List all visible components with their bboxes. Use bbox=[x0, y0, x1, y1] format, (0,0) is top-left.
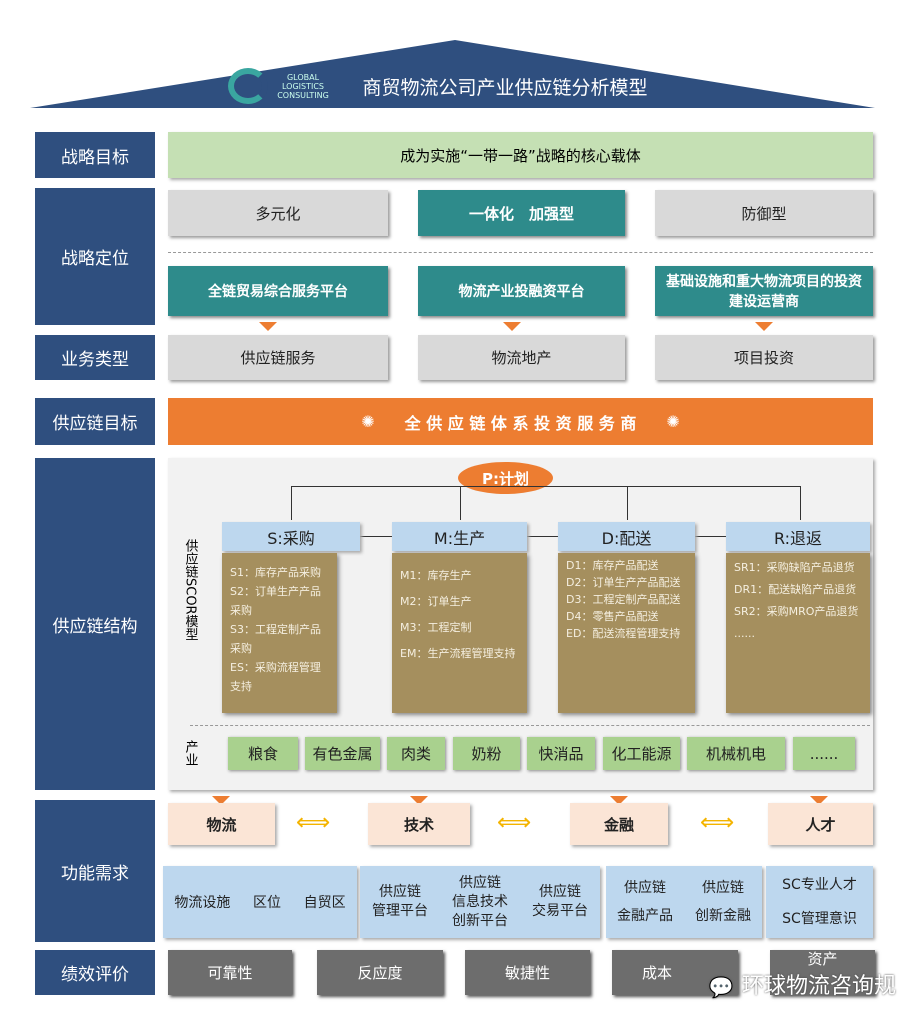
business-sc-service: 供应链服务 bbox=[168, 335, 388, 380]
platform-trade: 全链贸易综合服务平台 bbox=[168, 266, 388, 316]
function-finance: 金融 bbox=[570, 803, 668, 845]
double-arrow-icon: ⟺ bbox=[296, 808, 331, 836]
list-item: D2：订单生产产品配送 bbox=[566, 576, 681, 589]
list-item: SR1：采购缺陷产品退货 bbox=[734, 561, 855, 574]
perf-cost: 成本 bbox=[612, 950, 738, 995]
industry-tag: 有色金属 bbox=[305, 737, 380, 770]
industry-tag: 肉类 bbox=[387, 737, 445, 770]
function-group-talent: SC专业人才 SC管理意识 bbox=[766, 866, 873, 938]
logo-icon bbox=[228, 68, 268, 104]
business-logistics-estate: 物流地产 bbox=[418, 335, 625, 380]
scor-header-source: S:采购 bbox=[222, 522, 360, 551]
label-business: 业务类型 bbox=[35, 335, 155, 380]
list-item: DR1：配送缺陷产品退货 bbox=[734, 583, 857, 596]
bulb-icon: ✺ bbox=[666, 412, 680, 431]
industry-label: 产业 bbox=[182, 740, 198, 766]
function-group-tech: 供应链 管理平台供应链 信息技术 创新平台供应链 交易平台 bbox=[360, 866, 600, 938]
positioning-integrated: 一体化 加强型 bbox=[418, 190, 625, 236]
list-item: M2：订单生产 bbox=[400, 595, 472, 608]
perf-assets: 资产 bbox=[770, 950, 875, 995]
list-item: ...... bbox=[734, 627, 755, 640]
platform-infrastructure: 基础设施和重大物流项目的投资建设运营商 bbox=[655, 266, 873, 316]
item: SC专业人才 SC管理意识 bbox=[782, 877, 857, 927]
item: 自贸区 bbox=[303, 895, 346, 911]
item: 物流设施 bbox=[174, 895, 231, 911]
list-item: EM：生产流程管理支持 bbox=[400, 647, 516, 660]
industry-tag: 奶粉 bbox=[453, 737, 520, 770]
wechat-icon: 💬 bbox=[708, 975, 734, 999]
scor-label: 供应链SCOR模型 bbox=[182, 539, 198, 641]
bulb-icon: ✺ bbox=[361, 412, 375, 431]
scor-header-deliver: D:配送 bbox=[558, 522, 695, 551]
plan-ellipse: P:计划 bbox=[458, 462, 553, 494]
list-item: ED：配送流程管理支持 bbox=[566, 627, 681, 640]
industry-tag: 化工能源 bbox=[603, 737, 680, 770]
item: 供应链 交易平台 bbox=[532, 884, 588, 919]
item: 区位 bbox=[252, 895, 281, 911]
divider bbox=[190, 725, 870, 726]
sc-goal-bar: ✺ 全 供 应 链 体 系 投 资 服 务 商 ✺ bbox=[168, 398, 873, 445]
list-item: S3：工程定制产品采购 bbox=[230, 623, 321, 655]
watermark-caption: 环球物流咨询规 bbox=[742, 974, 897, 999]
divider bbox=[168, 252, 873, 253]
item: 供应链 创新金融 bbox=[695, 880, 751, 924]
scor-make-box: M1：库存生产 M2：订单生产 M3：工程定制 EM：生产流程管理支持 bbox=[392, 553, 527, 713]
function-talent: 人才 bbox=[768, 803, 873, 845]
function-tech: 技术 bbox=[368, 803, 470, 845]
list-item: D3：工程定制产品配送 bbox=[566, 593, 681, 606]
scor-header-make: M:生产 bbox=[392, 522, 527, 551]
item: 供应链 信息技术 创新平台 bbox=[452, 874, 508, 929]
perf-agility: 敏捷性 bbox=[465, 950, 590, 995]
label-performance: 绩效评价 bbox=[35, 950, 155, 995]
scor-header-return: R:退返 bbox=[726, 522, 870, 551]
function-group-finance: 供应链 金融产品供应链 创新金融 bbox=[606, 866, 762, 938]
industry-tag: 粮食 bbox=[228, 737, 298, 770]
industry-tag: 快消品 bbox=[527, 737, 595, 770]
double-arrow-icon: ⟺ bbox=[497, 808, 532, 836]
list-item: ES：采购流程管理支持 bbox=[230, 661, 321, 693]
item: 供应链 管理平台 bbox=[372, 884, 428, 919]
strategic-goal-box: 成为实施“一带一路”战略的核心载体 bbox=[168, 132, 873, 178]
item: 供应链 金融产品 bbox=[617, 880, 673, 924]
list-item: S1：库存产品采购 bbox=[230, 566, 321, 579]
positioning-diversified: 多元化 bbox=[168, 190, 388, 236]
industry-tag: 机械机电 bbox=[687, 737, 785, 770]
list-item: M3：工程定制 bbox=[400, 621, 472, 634]
list-item: M1：库存生产 bbox=[400, 569, 472, 582]
scor-source-box: S1：库存产品采购 S2：订单生产产品采购 S3：工程定制产品采购 ES：采购流程管理… bbox=[222, 553, 337, 713]
perf-responsiveness: 反应度 bbox=[317, 950, 443, 995]
logo-text: GLOBAL LOGISTICS CONSULTING bbox=[277, 72, 329, 100]
label-sc-goal: 供应链目标 bbox=[35, 398, 155, 445]
scor-deliver-box: D1：库存产品配送 D2：订单生产产品配送 D3：工程定制产品配送 D4：零售产品配送… bbox=[558, 553, 695, 713]
list-item: SR2：采购MRO产品退货 bbox=[734, 605, 859, 618]
perf-reliability: 可靠性 bbox=[168, 950, 292, 995]
sc-goal-text: 全 供 应 链 体 系 投 资 服 务 商 bbox=[404, 413, 637, 433]
label-functions: 功能需求 bbox=[35, 800, 155, 942]
list-item: D1：库存产品配送 bbox=[566, 559, 659, 572]
page-title: 商贸物流公司产业供应链分析模型 bbox=[362, 76, 648, 99]
list-item: S2：订单生产产品采购 bbox=[230, 585, 321, 617]
list-item: D4：零售产品配送 bbox=[566, 610, 659, 623]
business-project-investment: 项目投资 bbox=[655, 335, 873, 380]
label-positioning: 战略定位 bbox=[35, 188, 155, 325]
label-strategic-goal: 战略目标 bbox=[35, 132, 155, 178]
industry-tag: ...... bbox=[793, 737, 855, 770]
positioning-defensive: 防御型 bbox=[655, 190, 873, 236]
scor-return-box: SR1：采购缺陷产品退货 DR1：配送缺陷产品退货 SR2：采购MRO产品退货...… bbox=[726, 553, 870, 713]
function-logistics: 物流 bbox=[168, 803, 275, 845]
platform-finance: 物流产业投融资平台 bbox=[418, 266, 625, 316]
double-arrow-icon: ⟺ bbox=[700, 808, 735, 836]
label-sc-structure: 供应链结构 bbox=[35, 458, 155, 790]
function-group-logistics: 物流设施 区位 自贸区 bbox=[163, 866, 357, 938]
